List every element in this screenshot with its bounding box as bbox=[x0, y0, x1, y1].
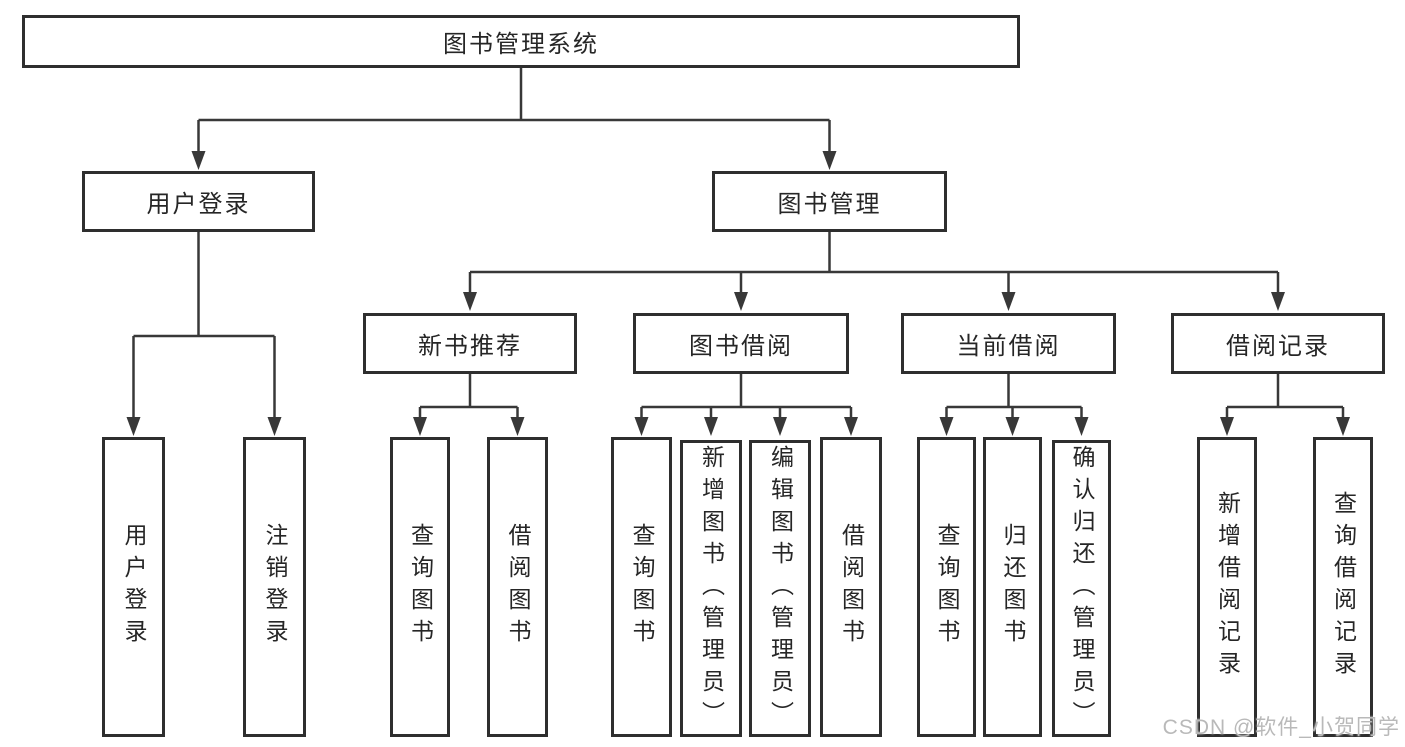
leaf-borrow-books-1-label: 借阅图书 bbox=[505, 523, 531, 651]
leaf-query-books-3: 查询图书 bbox=[917, 437, 976, 737]
leaf-borrow-books-2: 借阅图书 bbox=[820, 437, 882, 737]
leaf-confirm-return-admin-label: 确认归还（管理员） bbox=[1069, 444, 1095, 733]
node-new-book-rec-label: 新书推荐 bbox=[418, 333, 522, 360]
node-borrow-records: 借阅记录 bbox=[1171, 313, 1385, 374]
node-book-borrow-label: 图书借阅 bbox=[689, 333, 793, 360]
leaf-add-book-admin: 新增图书（管理员） bbox=[680, 440, 742, 737]
node-system: 图书管理系统 bbox=[22, 15, 1020, 68]
node-book-mgmt: 图书管理 bbox=[712, 171, 947, 232]
leaf-add-book-admin-label: 新增图书（管理员） bbox=[698, 444, 725, 733]
leaf-add-borrow-record-label: 新增借阅记录 bbox=[1214, 491, 1241, 683]
leaf-borrow-books-2-label: 借阅图书 bbox=[838, 523, 865, 651]
node-borrow-records-label: 借阅记录 bbox=[1226, 333, 1330, 360]
leaf-borrow-books-1: 借阅图书 bbox=[487, 437, 548, 737]
node-user-login-label: 用户登录 bbox=[146, 191, 251, 218]
leaf-confirm-return-admin: 确认归还（管理员） bbox=[1052, 440, 1111, 737]
leaf-return-books: 归还图书 bbox=[983, 437, 1042, 737]
leaf-user-login-label: 用户登录 bbox=[121, 523, 147, 651]
leaf-query-books-1-label: 查询图书 bbox=[407, 523, 434, 651]
node-current-borrow-label: 当前借阅 bbox=[956, 333, 1061, 360]
leaf-edit-book-admin-label: 编辑图书（管理员） bbox=[767, 444, 794, 733]
leaf-query-borrow-record: 查询借阅记录 bbox=[1313, 437, 1373, 737]
watermark: CSDN @软件_小贺同学 bbox=[1162, 716, 1400, 739]
node-new-book-rec: 新书推荐 bbox=[363, 313, 577, 374]
node-current-borrow: 当前借阅 bbox=[901, 313, 1116, 374]
leaf-add-borrow-record: 新增借阅记录 bbox=[1197, 437, 1257, 737]
leaf-edit-book-admin: 编辑图书（管理员） bbox=[749, 440, 811, 737]
node-book-borrow: 图书借阅 bbox=[633, 313, 849, 374]
leaf-query-books-1: 查询图书 bbox=[390, 437, 450, 737]
leaf-query-books-3-label: 查询图书 bbox=[934, 523, 960, 651]
leaf-return-books-label: 归还图书 bbox=[1000, 523, 1026, 651]
leaf-logout-label: 注销登录 bbox=[262, 523, 288, 651]
node-system-label: 图书管理系统 bbox=[443, 31, 599, 58]
node-book-mgmt-label: 图书管理 bbox=[777, 191, 882, 218]
leaf-query-borrow-record-label: 查询借阅记录 bbox=[1330, 491, 1357, 683]
leaf-logout: 注销登录 bbox=[243, 437, 306, 737]
leaf-user-login: 用户登录 bbox=[102, 437, 165, 737]
leaf-query-books-2: 查询图书 bbox=[611, 437, 672, 737]
node-user-login: 用户登录 bbox=[82, 171, 315, 232]
leaf-query-books-2-label: 查询图书 bbox=[629, 523, 655, 651]
